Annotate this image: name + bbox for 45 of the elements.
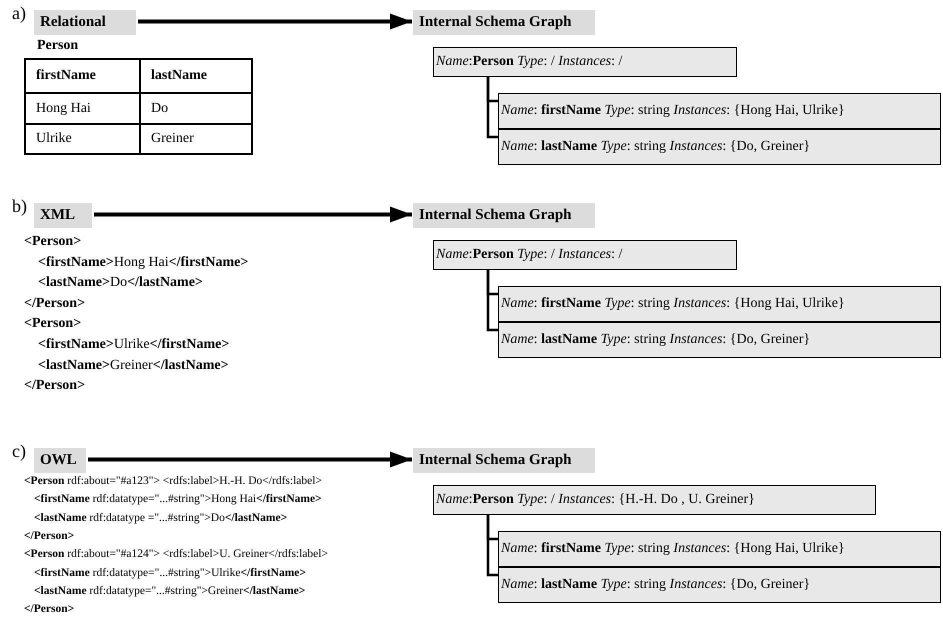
panel-letter: c) bbox=[12, 441, 26, 462]
schema-node-box: Name: lastName Type: string Instances: {Do, Greiner} bbox=[498, 567, 941, 603]
code-line: </Person> bbox=[24, 296, 86, 312]
code-line: <lastName rdf:datatype="...#string">Greiner</lastName> bbox=[34, 584, 306, 597]
arrow bbox=[94, 206, 412, 222]
tree-connector bbox=[486, 77, 498, 138]
code-line: <Person rdf:about="#a124"> <rdfs:label>U. Greiner</rdfs:label> bbox=[24, 548, 328, 560]
tree-connector bbox=[486, 270, 498, 332]
schema-heading: Internal Schema Graph bbox=[413, 10, 595, 35]
code-line: <lastName>Do</lastName> bbox=[38, 275, 203, 292]
code-line: </Person> bbox=[24, 530, 74, 542]
column-header: lastName bbox=[139, 58, 253, 94]
code-line: <lastName>Greiner</lastName> bbox=[38, 358, 229, 374]
format-heading: OWL bbox=[34, 448, 86, 473]
arrow bbox=[138, 14, 412, 30]
panel-letter: a) bbox=[12, 3, 26, 24]
schema-node-box: Name:Person Type: / Instances: {H.-H. Do , U. Greiner} bbox=[433, 485, 876, 515]
code-line: <firstName rdf:datatype="...#string">Ulrike</firstName> bbox=[34, 566, 306, 578]
column-header: firstName bbox=[24, 58, 141, 94]
code-line: <Person> bbox=[24, 234, 82, 250]
schema-node-box: Name: firstName Type: string Instances: {Hong Hai, Ulrike} bbox=[498, 93, 941, 129]
tree-connector bbox=[486, 515, 498, 576]
schema-node-box: Name:Person Type: / Instances: / bbox=[433, 47, 737, 77]
code-line: <lastName rdf:datatype ="...#string">Do</lastName> bbox=[34, 512, 288, 524]
code-line: <firstName>Hong Hai</firstName> bbox=[38, 254, 248, 271]
schema-heading: Internal Schema Graph bbox=[413, 203, 595, 228]
panel-letter: b) bbox=[12, 196, 27, 217]
schema-node-box: Name:Person Type: / Instances: / bbox=[433, 240, 737, 270]
table-cell: Greiner bbox=[139, 123, 253, 155]
table-title: Person bbox=[37, 38, 78, 54]
arrow bbox=[88, 452, 412, 468]
table-cell: Ulrike bbox=[24, 123, 141, 155]
schema-node-box: Name: firstName Type: string Instances: {Hong Hai, Ulrike} bbox=[498, 531, 941, 567]
code-line: <firstName rdf:datatype="...#string">Hong Hai</firstName> bbox=[34, 493, 322, 506]
schema-node-box: Name: firstName Type: string Instances: {Hong Hai, Ulrike} bbox=[498, 286, 941, 322]
code-line: </Person> bbox=[24, 378, 86, 394]
format-heading: XML bbox=[34, 203, 92, 228]
schema-heading: Internal Schema Graph bbox=[413, 448, 595, 473]
schema-node-box: Name: lastName Type: string Instances: {Do, Greiner} bbox=[498, 322, 941, 358]
code-line: <Person> bbox=[24, 316, 82, 332]
format-heading: Relational bbox=[34, 10, 136, 35]
schema-node-box: Name: lastName Type: string Instances: {Do, Greiner} bbox=[498, 129, 941, 165]
code-line: <Person rdf:about="#a123"> <rdfs:label>H.-H. Do</rdfs:label> bbox=[24, 475, 322, 487]
code-line: </Person> bbox=[24, 603, 74, 616]
code-line: <firstName>Ulrike</firstName> bbox=[38, 337, 230, 353]
